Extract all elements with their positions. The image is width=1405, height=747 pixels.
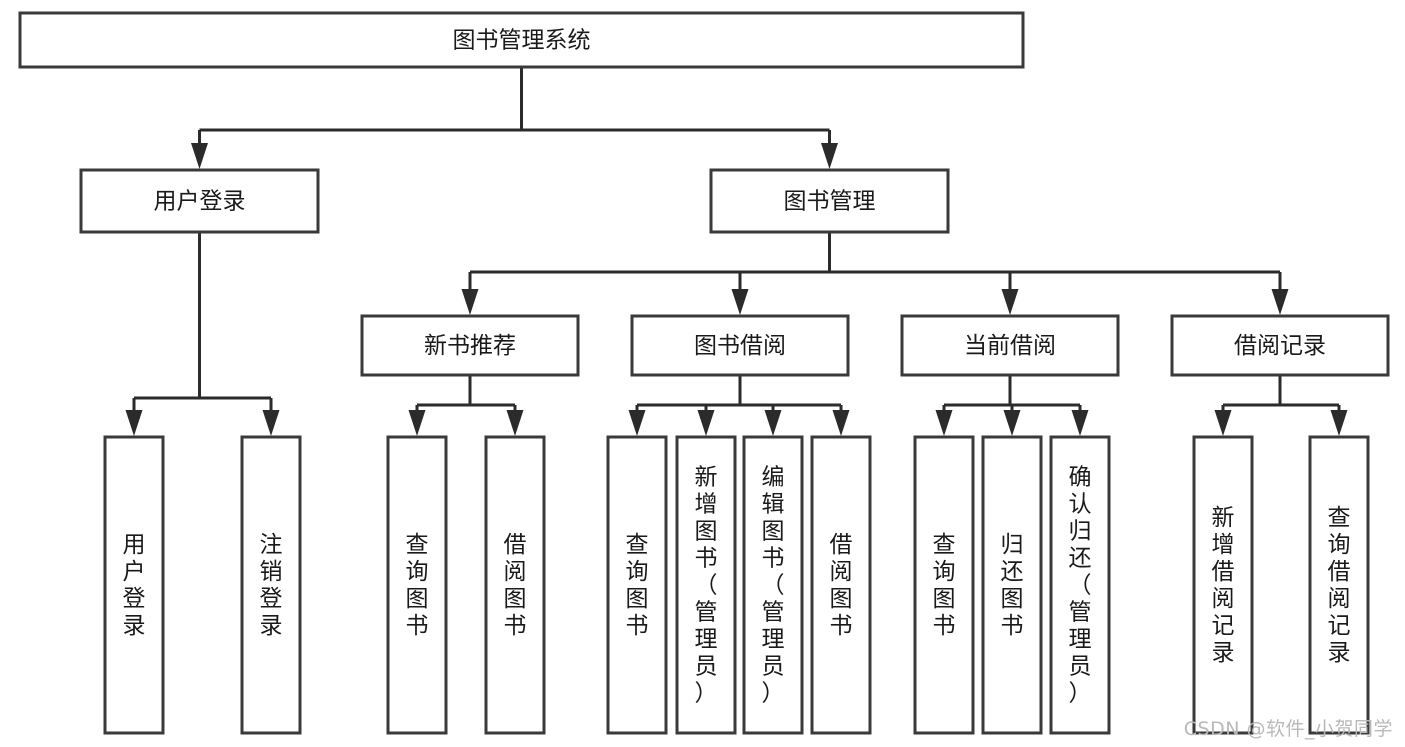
node-layer: 图书管理系统用户登录图书管理新书推荐图书借阅当前借阅借阅记录用户登录注销登录查询…	[18, 11, 1390, 735]
connector-group	[935, 375, 1089, 436]
node-label: 借阅记录	[1234, 333, 1326, 359]
watermark-label: CSDN @软件_小贺同学	[1183, 718, 1393, 740]
node-box[interactable]	[103, 435, 165, 735]
node-box[interactable]	[1192, 435, 1254, 735]
node-box[interactable]	[1170, 314, 1390, 377]
node-level3-current-borrow[interactable]: 当前借阅	[900, 314, 1120, 377]
node-label: 图书管理系统	[453, 28, 591, 54]
node-label: 查询图书	[406, 532, 429, 639]
node-leaf-leaf-user-login[interactable]: 用户登录	[103, 435, 165, 735]
node-box[interactable]	[484, 435, 546, 735]
node-leaf-leaf-borrow-book-1[interactable]: 借阅图书	[484, 435, 546, 735]
connector-group	[191, 67, 838, 169]
node-label: 编辑图书（管理员）	[762, 465, 785, 707]
node-box[interactable]	[810, 435, 872, 735]
node-box[interactable]	[18, 11, 1025, 69]
node-box[interactable]	[360, 314, 580, 377]
node-label: 当前借阅	[964, 333, 1056, 359]
node-leaf-leaf-confirm-return[interactable]: 确认归还（管理员）	[1049, 435, 1111, 735]
node-label: 借阅图书	[504, 532, 527, 639]
node-box[interactable]	[900, 314, 1120, 377]
connector-group	[408, 375, 524, 436]
node-leaf-leaf-query-book-1[interactable]: 查询图书	[386, 435, 448, 735]
node-box[interactable]	[386, 435, 448, 735]
node-box[interactable]	[742, 435, 804, 735]
node-level3-borrow-record[interactable]: 借阅记录	[1170, 314, 1390, 377]
node-label: 图书管理	[784, 189, 876, 215]
node-level2-book-manage[interactable]: 图书管理	[709, 168, 950, 234]
node-level3-new-book-rec[interactable]: 新书推荐	[360, 314, 580, 377]
node-box[interactable]	[630, 314, 850, 377]
node-level2-user-login[interactable]: 用户登录	[79, 168, 320, 234]
connector-group	[628, 375, 850, 436]
connector-group	[125, 232, 280, 436]
node-label: 借阅图书	[830, 532, 853, 639]
node-box[interactable]	[913, 435, 975, 735]
node-leaf-leaf-return-book[interactable]: 归还图书	[981, 435, 1043, 735]
node-box[interactable]	[240, 435, 302, 735]
node-root-root[interactable]: 图书管理系统	[18, 11, 1025, 69]
node-label: 新增借阅记录	[1212, 505, 1235, 666]
node-box[interactable]	[675, 435, 737, 735]
connector-group	[461, 232, 1289, 315]
node-level3-book-borrow[interactable]: 图书借阅	[630, 314, 850, 377]
node-label: 查询借阅记录	[1328, 505, 1351, 666]
node-leaf-leaf-query-book-2[interactable]: 查询图书	[606, 435, 668, 735]
node-label: 用户登录	[123, 532, 146, 639]
node-label: 归还图书	[1001, 532, 1024, 639]
node-box[interactable]	[1049, 435, 1111, 735]
node-label: 确认归还（管理员）	[1069, 465, 1092, 707]
node-label: 图书借阅	[694, 333, 786, 359]
node-label: 查询图书	[626, 532, 649, 639]
connector-layer	[125, 67, 1348, 436]
node-box[interactable]	[709, 168, 950, 234]
node-leaf-leaf-edit-book[interactable]: 编辑图书（管理员）	[742, 435, 804, 735]
node-leaf-leaf-add-record[interactable]: 新增借阅记录	[1192, 435, 1254, 735]
node-box[interactable]	[606, 435, 668, 735]
node-leaf-leaf-query-record[interactable]: 查询借阅记录	[1308, 435, 1370, 735]
node-label: 查询图书	[933, 532, 956, 639]
node-box[interactable]	[981, 435, 1043, 735]
node-label: 注销登录	[260, 532, 283, 639]
connector-group	[1214, 375, 1348, 436]
node-leaf-leaf-borrow-book-2[interactable]: 借阅图书	[810, 435, 872, 735]
node-leaf-leaf-add-book[interactable]: 新增图书（管理员）	[675, 435, 737, 735]
node-box[interactable]	[79, 168, 320, 234]
node-label: 新增图书（管理员）	[695, 465, 718, 707]
node-label: 用户登录	[154, 189, 246, 215]
node-box[interactable]	[1308, 435, 1370, 735]
node-leaf-leaf-query-book-3[interactable]: 查询图书	[913, 435, 975, 735]
node-leaf-leaf-user-logout[interactable]: 注销登录	[240, 435, 302, 735]
node-label: 新书推荐	[424, 333, 516, 359]
